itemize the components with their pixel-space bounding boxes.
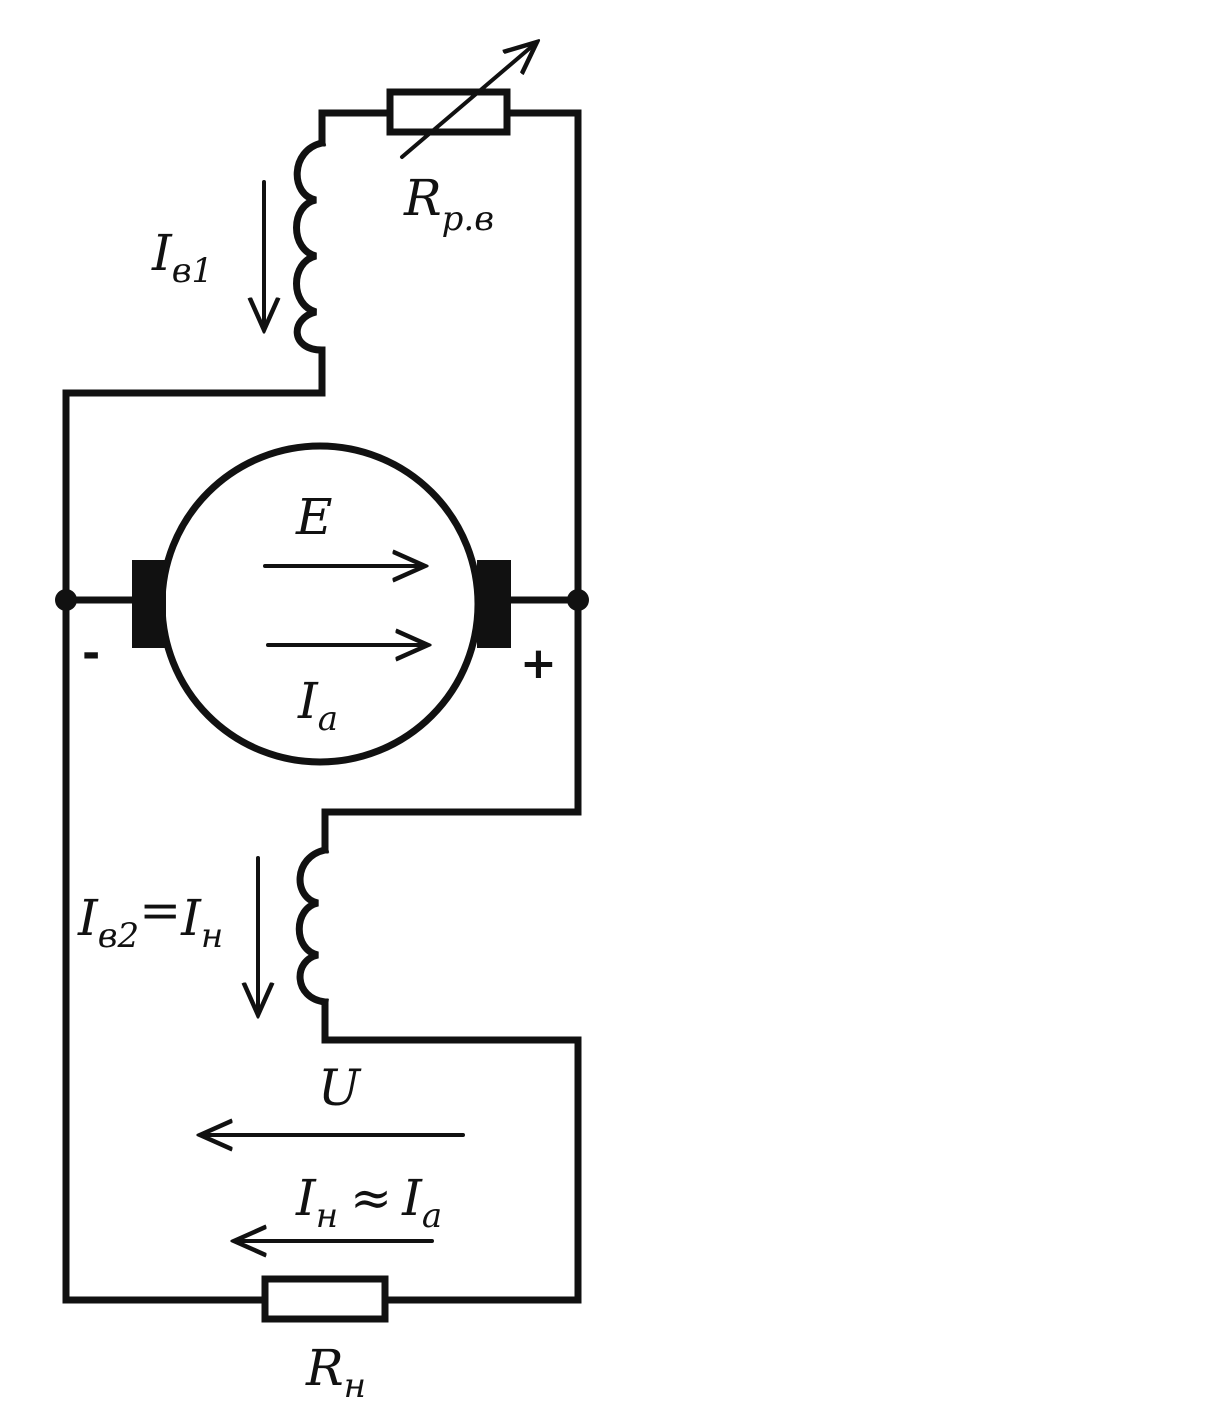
ib1-label: Iв1	[151, 224, 213, 291]
shunt-field-winding	[293, 138, 327, 354]
right-middle-wire	[321, 596, 582, 854]
left-main-wire	[62, 596, 269, 1304]
top-left-wire	[62, 346, 326, 604]
load-resistor	[261, 1275, 389, 1323]
right-junction-dot	[567, 589, 589, 611]
left-junction-dot	[55, 589, 77, 611]
top-right-wire	[318, 109, 582, 604]
negative-brush	[132, 560, 166, 648]
positive-brush	[477, 560, 511, 648]
plus-sign: +	[520, 638, 557, 689]
voltage-label: U	[318, 1059, 362, 1117]
minus-sign: -	[82, 628, 100, 679]
series-field-winding	[295, 845, 330, 1006]
ia-label: Ia	[297, 672, 338, 739]
ib2-label: Iв2=Iн	[77, 881, 223, 956]
rheostat-arrow	[400, 42, 537, 159]
field-rheostat	[386, 88, 511, 136]
rheostat-label: Rр.в	[403, 169, 494, 239]
load-current-label: Iн≈Ia	[295, 1169, 442, 1236]
load-resistor-label: Rн	[305, 1339, 366, 1406]
emf-label: E	[295, 488, 333, 546]
series-winding-bottom-wire	[321, 998, 582, 1304]
